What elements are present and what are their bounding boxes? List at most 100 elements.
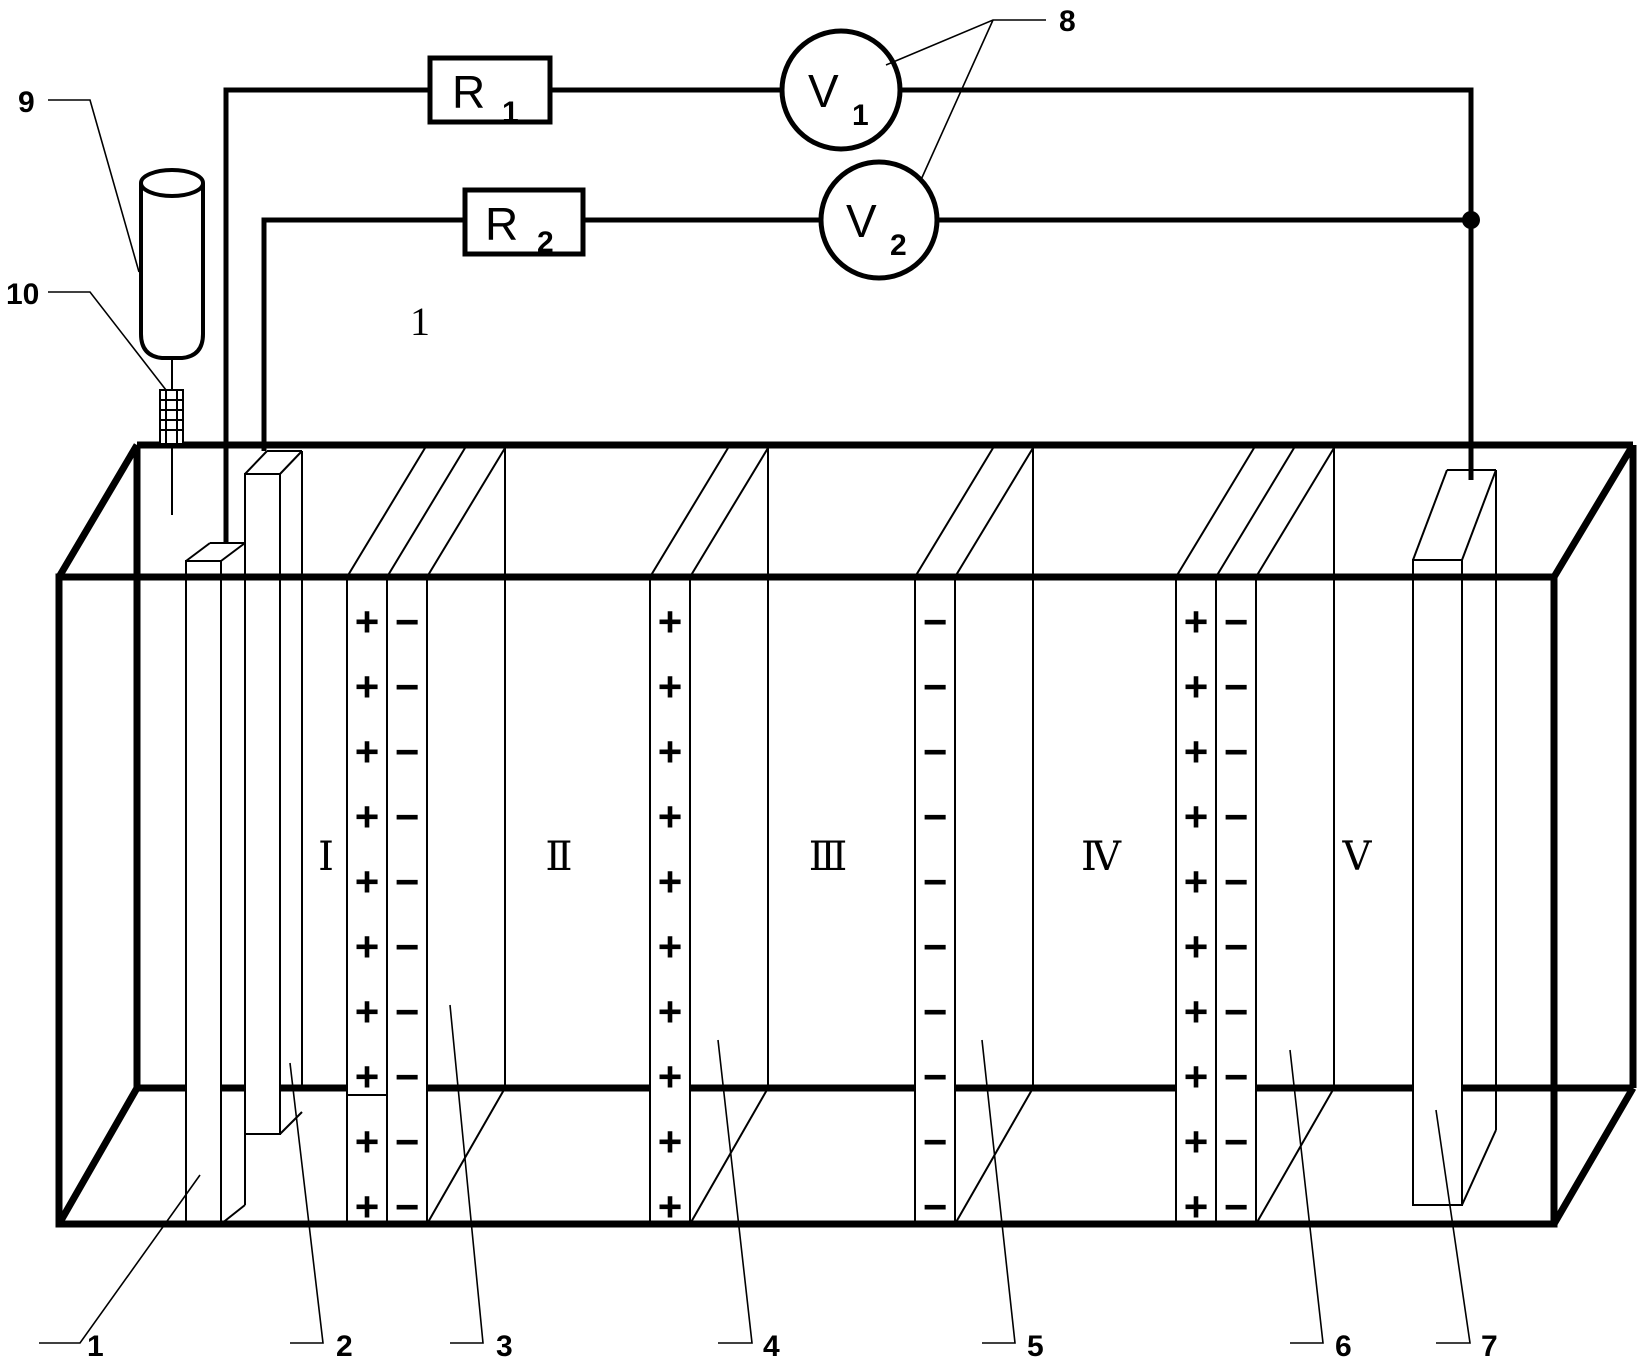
minus-sign: −	[395, 988, 420, 1035]
plus-sign: +	[658, 988, 683, 1035]
minus-sign: −	[1224, 793, 1249, 840]
callout-numbers: 1 2 3 4 5 6 7 8 9 10	[6, 5, 1498, 1363]
minus-sign: −	[1224, 663, 1249, 710]
svg-text:1: 1	[852, 99, 869, 132]
plus-sign: +	[658, 793, 683, 840]
minus-sign: −	[1224, 858, 1249, 905]
minus-sign: −	[395, 793, 420, 840]
plus-sign: +	[355, 663, 380, 710]
callout-7: 7	[1481, 1330, 1498, 1363]
plus-sign: +	[355, 1053, 380, 1100]
minus-sign: −	[395, 858, 420, 905]
chamber-label-5: Ⅴ	[1342, 834, 1373, 879]
plus-sign: +	[1184, 728, 1209, 775]
plus-sign: +	[355, 858, 380, 905]
chamber-label-1: Ⅰ	[318, 834, 334, 879]
stray-mark: 1	[410, 299, 430, 344]
minus-sign: −	[395, 1118, 420, 1165]
plus-sign: +	[658, 1053, 683, 1100]
minus-sign: −	[395, 1183, 420, 1230]
svg-text:V: V	[846, 195, 877, 247]
callout-5: 5	[1027, 1330, 1044, 1363]
plus-sign: +	[355, 728, 380, 775]
plus-sign: +	[1184, 598, 1209, 645]
minus-sign: −	[395, 1053, 420, 1100]
minus-sign: −	[1224, 988, 1249, 1035]
membranes	[346, 447, 1335, 1225]
callout-9: 9	[18, 86, 35, 119]
minus-sign: −	[923, 858, 948, 905]
minus-sign: −	[395, 598, 420, 645]
minus-sign: −	[1224, 1053, 1249, 1100]
minus-sign: −	[1224, 728, 1249, 775]
svg-text:1: 1	[502, 96, 519, 129]
left-electrodes	[171, 445, 303, 1225]
callout-2: 2	[336, 1330, 353, 1363]
minus-sign: −	[923, 663, 948, 710]
callout-10: 10	[6, 278, 39, 311]
plus-sign: +	[1184, 663, 1209, 710]
minus-sign: −	[923, 598, 948, 645]
plus-sign: +	[355, 923, 380, 970]
plus-sign: +	[355, 793, 380, 840]
tank-front	[55, 573, 1558, 1228]
plus-sign: +	[1184, 1053, 1209, 1100]
minus-sign: −	[395, 728, 420, 775]
svg-text:V: V	[808, 65, 839, 117]
membrane-signs: ++++++++++−−−−−−−−−−++++++++++−−−−−−−−−−…	[355, 598, 1249, 1230]
plus-sign: +	[355, 988, 380, 1035]
valve	[159, 389, 184, 445]
circuit	[223, 87, 1480, 543]
minus-sign: −	[1224, 1183, 1249, 1230]
svg-text:R: R	[452, 66, 485, 118]
membrane-2	[649, 447, 769, 1225]
junction-dot	[1462, 211, 1480, 229]
plus-sign: +	[355, 1183, 380, 1230]
membrane-pair-4	[1175, 447, 1335, 1225]
callout-3: 3	[496, 1330, 513, 1363]
minus-sign: −	[1224, 1118, 1249, 1165]
svg-text:2: 2	[537, 226, 554, 259]
chamber-labels: Ⅰ Ⅱ Ⅲ Ⅳ Ⅴ	[318, 834, 1372, 879]
chamber-label-3: Ⅲ	[809, 834, 848, 879]
minus-sign: −	[923, 728, 948, 775]
callout-leaders	[39, 19, 1471, 1344]
plus-sign: +	[1184, 988, 1209, 1035]
plus-sign: +	[658, 858, 683, 905]
minus-sign: −	[1224, 923, 1249, 970]
voltmeter-2: V 2	[818, 159, 940, 281]
minus-sign: −	[923, 793, 948, 840]
minus-sign: −	[395, 663, 420, 710]
voltmeter-1: V 1	[779, 28, 903, 152]
resistor-2: R 2	[462, 187, 586, 259]
minus-sign: −	[923, 1183, 948, 1230]
membrane-pair-1	[346, 447, 506, 1225]
right-electrode	[1412, 469, 1497, 1206]
callout-4: 4	[763, 1330, 780, 1363]
minus-sign: −	[923, 923, 948, 970]
svg-text:2: 2	[890, 229, 907, 262]
callout-8: 8	[1059, 5, 1076, 38]
plus-sign: +	[658, 728, 683, 775]
svg-text:R: R	[485, 198, 518, 250]
plus-sign: +	[1184, 923, 1209, 970]
minus-sign: −	[395, 923, 420, 970]
minus-sign: −	[1224, 598, 1249, 645]
plus-sign: +	[1184, 793, 1209, 840]
minus-sign: −	[923, 1053, 948, 1100]
plus-sign: +	[355, 598, 380, 645]
chamber-label-2: Ⅱ	[545, 834, 572, 879]
plus-sign: +	[658, 923, 683, 970]
resistor-1: R 1	[427, 55, 553, 129]
callout-1: 1	[87, 1330, 104, 1363]
plus-sign: +	[1184, 858, 1209, 905]
minus-sign: −	[923, 1118, 948, 1165]
plus-sign: +	[658, 1183, 683, 1230]
plus-sign: +	[1184, 1118, 1209, 1165]
chamber-label-4: Ⅳ	[1081, 834, 1122, 879]
plus-sign: +	[658, 598, 683, 645]
plus-sign: +	[355, 1118, 380, 1165]
dropper	[139, 168, 205, 390]
callout-6: 6	[1335, 1330, 1352, 1363]
